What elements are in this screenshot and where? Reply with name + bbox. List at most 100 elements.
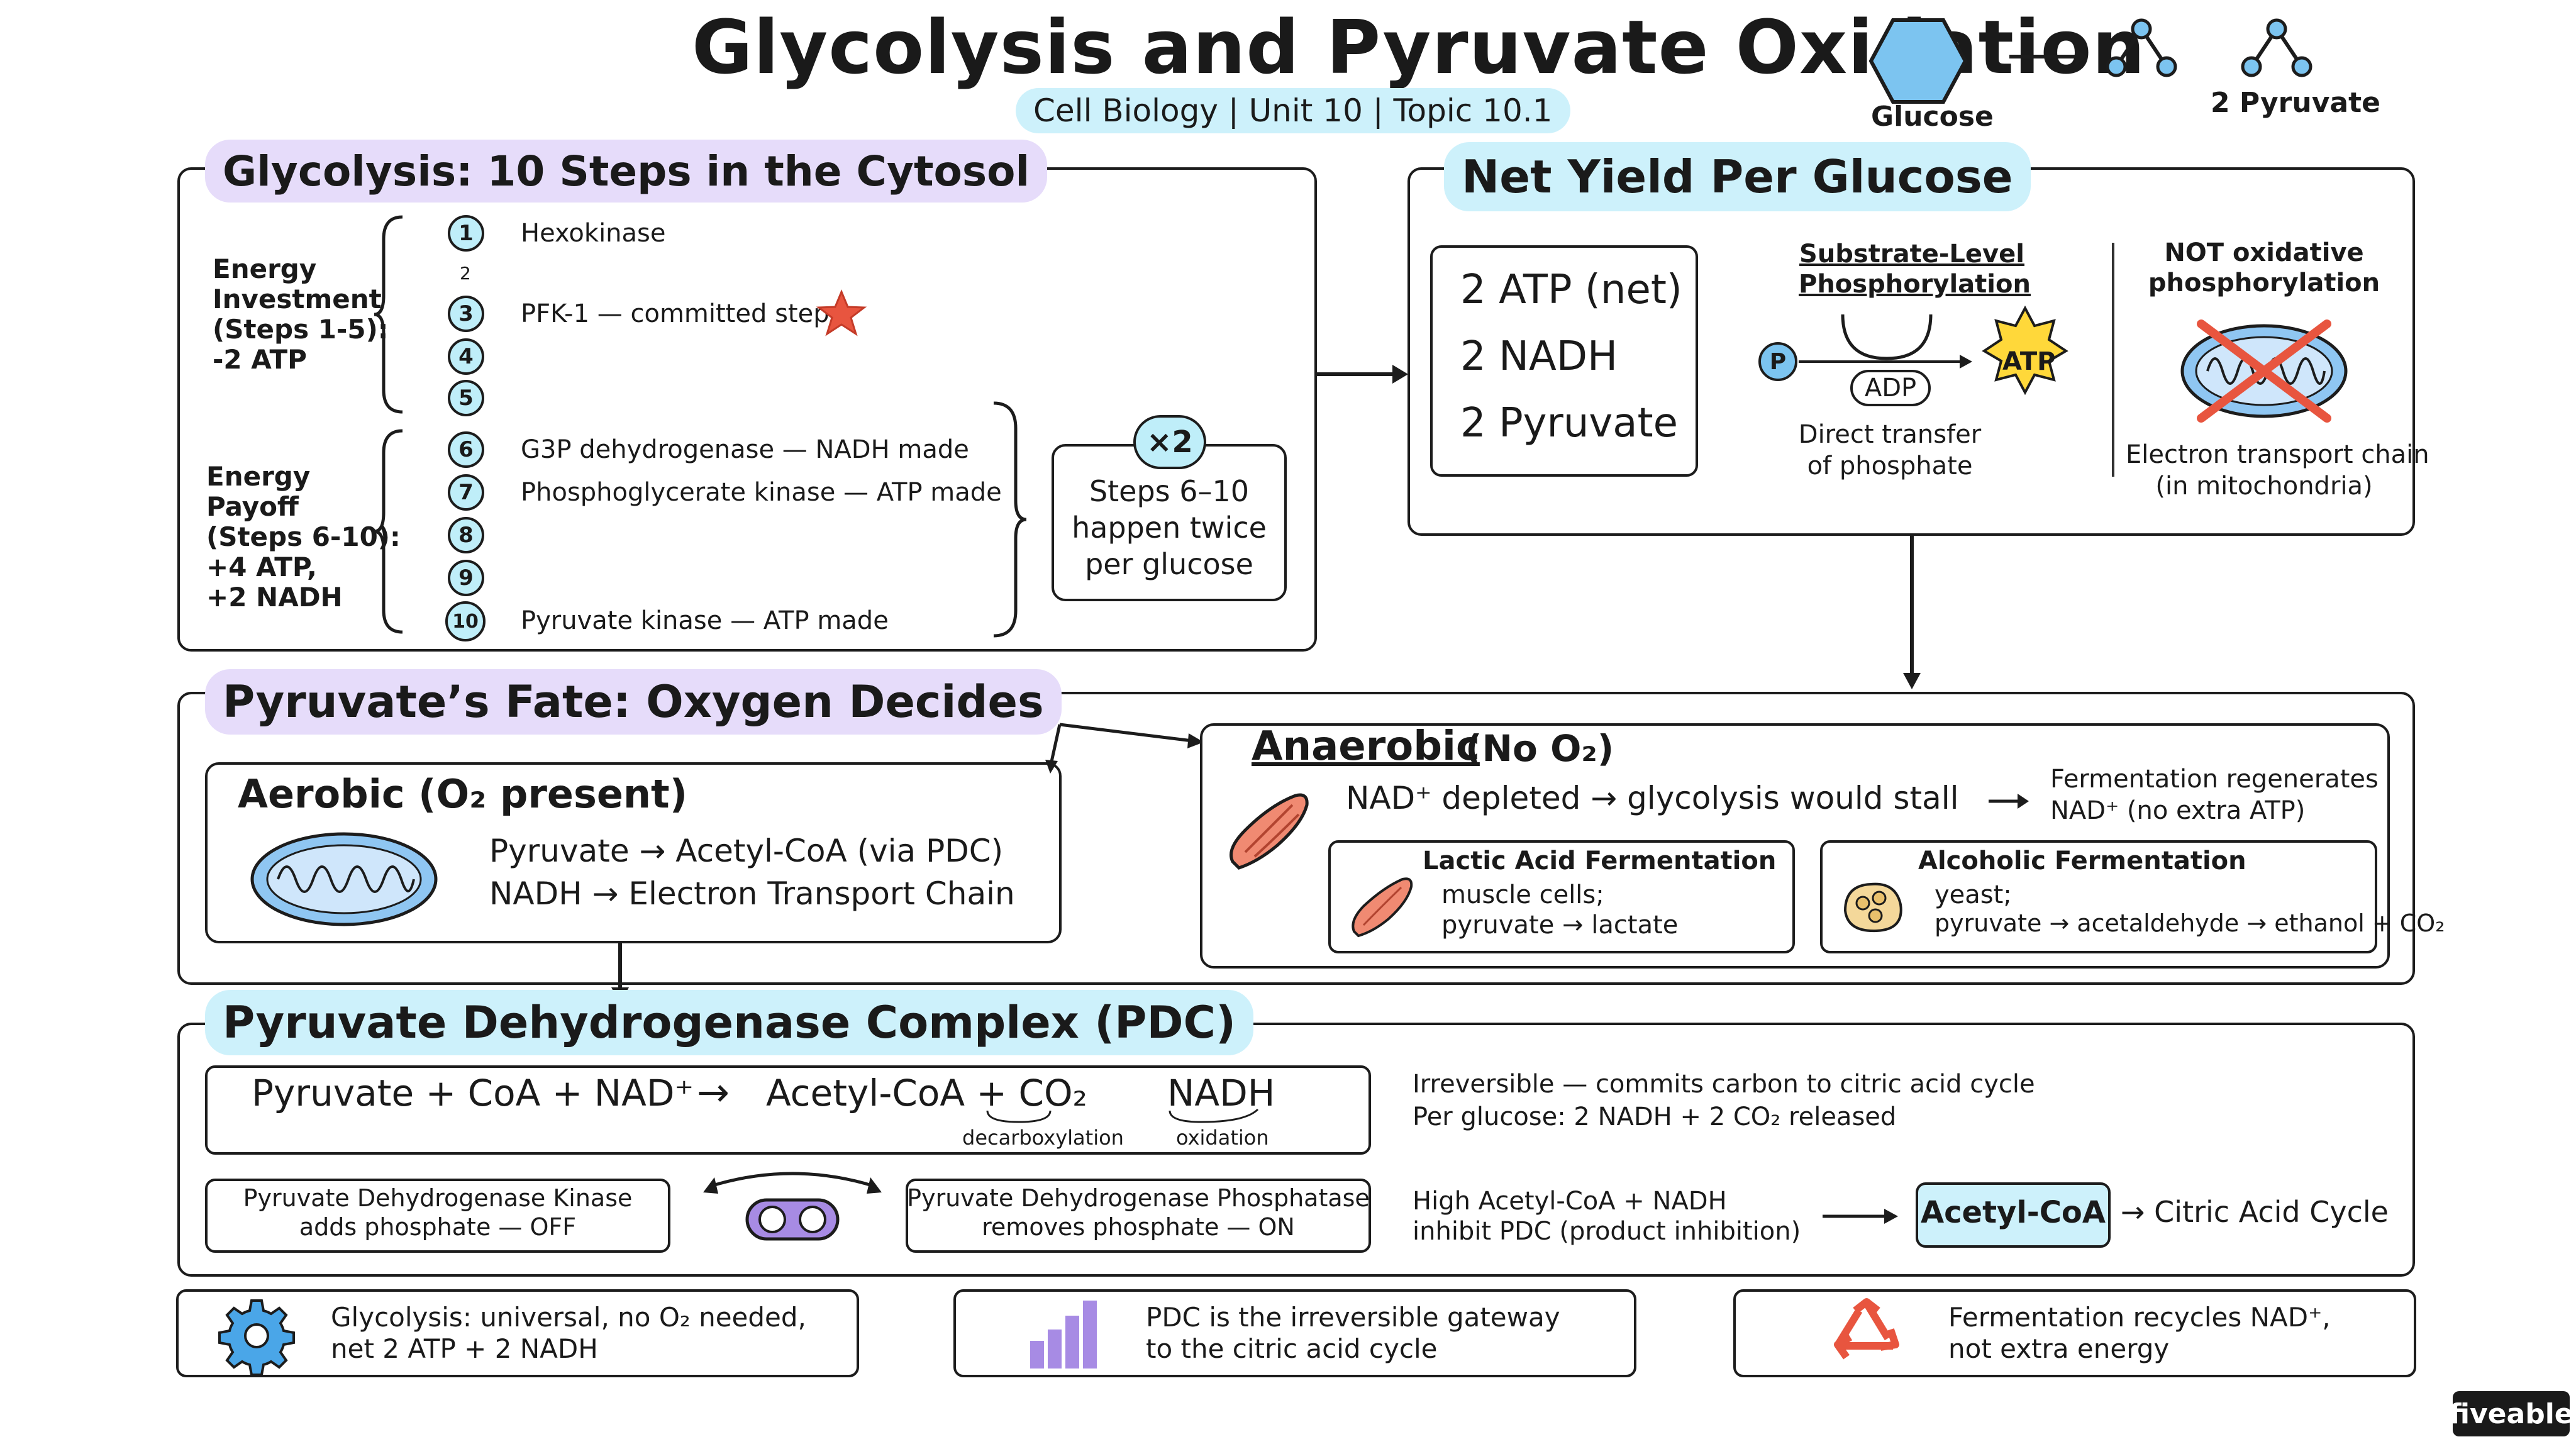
fate-split-arrows <box>1045 723 1204 774</box>
lactic-line-2: pyruvate → lactate <box>1441 911 1679 940</box>
not-cap-2: (in mitochondria) <box>2155 472 2373 501</box>
pay-line-5: +2 NADH <box>206 582 343 613</box>
slp-caption: Direct transfer of phosphate <box>1774 419 2006 482</box>
yield-divider <box>2112 243 2114 477</box>
step-label-6: G3P dehydrogenase — NADH made <box>521 435 969 464</box>
f3-line-1: Fermentation recycles NAD⁺, <box>1948 1302 2331 1333</box>
regen-text: Fermentation regenerates NAD⁺ (no extra … <box>2050 763 2379 826</box>
step-label-7: Phosphoglycerate kinase — ATP made <box>521 478 1002 507</box>
f3-line-2: not extra energy <box>1948 1333 2170 1364</box>
yield-list-box <box>1430 245 1698 477</box>
not-oxphos-title: NOT oxidative phosphorylation <box>2126 238 2402 298</box>
step-circle-3: 3 <box>448 296 484 332</box>
subtitle-text: Cell Biology | Unit 10 | Topic 10.1 <box>1033 92 1553 129</box>
pay-line-2: Payoff <box>206 491 299 522</box>
eq-left: Pyruvate + CoA + NAD⁺ <box>252 1072 694 1114</box>
inhibit-arrow-icon <box>1823 1209 1898 1224</box>
step-circle-9: 9 <box>448 560 484 596</box>
twice-line-2: happen twice <box>1072 511 1267 545</box>
pay-line-4: +4 ATP, <box>206 552 317 582</box>
step-circle-10: 10 <box>445 601 486 641</box>
slp-title-1: Substrate-Level <box>1799 240 2024 269</box>
subtitle-badge: Cell Biology | Unit 10 | Topic 10.1 <box>1016 88 1570 133</box>
step-num: 7 <box>458 480 474 505</box>
yield-atp: 2 ATP (net) <box>1460 267 1682 313</box>
alcoholic-box <box>1820 840 2377 953</box>
eq-right: Acetyl-CoA + CO₂ <box>766 1072 1087 1114</box>
energy-payoff-label: Energy Payoff (Steps 6-10): +4 ATP, +2 N… <box>206 462 401 613</box>
step-num: 10 <box>452 610 479 633</box>
decarb-label: decarboxylation <box>962 1126 1124 1150</box>
arrow-right-icon <box>2009 48 2087 65</box>
alcoholic-line-2: pyruvate → acetaldehyde → ethanol + CO₂ <box>1935 909 2445 937</box>
footer-text-1: Glycolysis: universal, no O₂ needed, net… <box>331 1302 806 1365</box>
pdc-title: Pyruvate Dehydrogenase Complex (PDC) <box>205 990 1253 1055</box>
glycolysis-title: Glycolysis: 10 Steps in the Cytosol <box>205 140 1048 203</box>
twice-line-1: Steps 6–10 <box>1089 474 1250 508</box>
twice-line-3: per glucose <box>1085 547 1253 581</box>
anaerobic-sub: (No O₂) <box>1465 727 1614 770</box>
nad-depleted: NAD⁺ depleted → glycolysis would stall <box>1346 780 1959 816</box>
step-2-small: 2 <box>460 263 471 284</box>
regen-arrow-icon <box>1989 794 2029 809</box>
step-circle-6: 6 <box>448 431 484 468</box>
twice-badge: ×2 <box>1133 415 1206 469</box>
net-yield-title: Net Yield Per Glucose <box>1444 142 2031 211</box>
bar-chart-icon <box>1030 1301 1097 1368</box>
acetyl-coa-box <box>1916 1182 2111 1248</box>
yeast-icon <box>1843 882 1902 933</box>
step-num: 1 <box>458 221 474 246</box>
oxid-label: oxidation <box>1176 1126 1269 1150</box>
regen-line-1: Fermentation regenerates <box>2050 765 2379 794</box>
inv-line-3: (Steps 1-5): <box>213 314 389 345</box>
pay-line-1: Energy <box>206 461 311 492</box>
slp-cap-1: Direct transfer <box>1798 420 1982 449</box>
kinase-box <box>205 1179 670 1253</box>
twice-badge-text: ×2 <box>1146 425 1193 460</box>
phos-line-1: Pyruvate Dehydrogenase Phosphatase <box>907 1184 1370 1212</box>
lactic-line-1: muscle cells; <box>1441 880 1604 909</box>
inhibit-text: High Acetyl-CoA + NADH inhibit PDC (prod… <box>1413 1186 1801 1246</box>
eq-nadh: NADH <box>1167 1072 1275 1114</box>
phosphatase-box <box>906 1179 1371 1253</box>
step-num: 9 <box>458 565 474 591</box>
muscle-icon <box>1230 793 1309 870</box>
irr-line-1: Irreversible — commits carbon to citric … <box>1413 1070 2035 1099</box>
step-circle-5: 5 <box>448 380 484 416</box>
gear-icon <box>218 1299 295 1376</box>
fate-title: Pyruvate’s Fate: Oxygen Decides <box>205 669 1062 735</box>
step-label-1: Hexokinase <box>521 219 666 248</box>
not-title-1: NOT oxidative <box>2164 238 2364 267</box>
glycolysis-title-text: Glycolysis: 10 Steps in the Cytosol <box>223 147 1030 196</box>
step-num: 8 <box>458 523 474 548</box>
eq-arrow: → <box>697 1069 730 1115</box>
inv-line-4: -2 ATP <box>213 344 307 375</box>
arrow-to-yield <box>1317 365 1408 384</box>
adp-label: ADP <box>1864 374 1917 402</box>
phos-line-2: removes phosphate — ON <box>982 1213 1295 1241</box>
pyruvate-molecule-icon-2 <box>2241 18 2312 77</box>
pyruvate-molecule-icon <box>2106 18 2177 77</box>
net-yield-title-text: Net Yield Per Glucose <box>1462 150 2013 203</box>
investment-brace <box>374 215 403 414</box>
inv-line-1: Energy <box>213 253 317 284</box>
inhibit-line-2: inhibit PDC (product inhibition) <box>1413 1217 1801 1246</box>
eq-brackets <box>986 1108 1259 1123</box>
kinase-line-2: adds phosphate — OFF <box>299 1213 577 1241</box>
energy-investment-label: Energy Investment (Steps 1-5): -2 ATP <box>213 254 389 375</box>
step-num: 6 <box>458 437 474 462</box>
phosphate-circle: P <box>1758 342 1797 381</box>
adp-pill: ADP <box>1850 370 1931 406</box>
atp-label: ATP <box>2002 347 2056 376</box>
step-num: 5 <box>458 386 474 411</box>
crossed-mitochondrion-icon <box>2180 319 2348 423</box>
inv-line-2: Investment <box>213 284 382 314</box>
anaerobic-title-text: Anaerobic <box>1252 723 1480 770</box>
f2-line-1: PDC is the irreversible gateway <box>1146 1302 1560 1333</box>
acetyl-coa-label: Acetyl-CoA <box>1920 1195 2106 1230</box>
arrow-to-fate <box>1903 536 1921 689</box>
slp-title-2: Phosphorylation <box>1799 270 2031 299</box>
alcoholic-title: Alcoholic Fermentation <box>1918 847 2246 875</box>
toggle-switch-icon <box>703 1172 882 1241</box>
citric-acid-cycle-label: → Citric Acid Cycle <box>2121 1195 2389 1229</box>
